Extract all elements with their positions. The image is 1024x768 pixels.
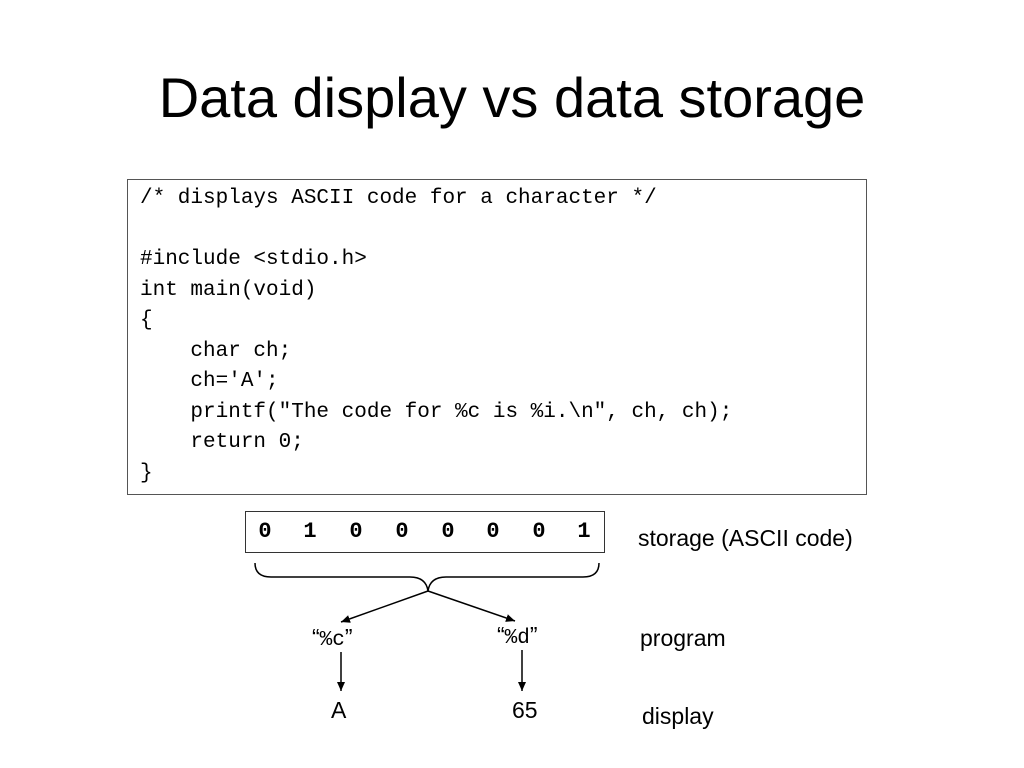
output-int: 65 [512, 697, 538, 723]
code-line: char ch; [140, 339, 292, 363]
code-line: return 0; [140, 431, 304, 454]
code-line: ch='A'; [140, 370, 279, 393]
format-int-specifier: “%d” [497, 621, 538, 653]
program-label: program [640, 625, 726, 651]
code-line: int main(void) [140, 278, 317, 302]
code-line: printf("The code for %c is %i.\n", ch, c… [140, 400, 733, 424]
bit-cell: 1 [303, 519, 317, 544]
display-label: display [642, 703, 714, 729]
bit-cell: 1 [577, 519, 591, 544]
code-line: } [140, 461, 153, 485]
slide-title: Data display vs data storage [158, 66, 866, 129]
format-code: %d [504, 627, 530, 650]
storage-bits-box: 0 1 0 0 0 0 0 1 [245, 511, 605, 553]
bit-cell: 0 [395, 519, 409, 544]
open-quote: “ [312, 624, 320, 650]
bit-cell: 0 [349, 519, 363, 544]
bit-cell: 0 [258, 519, 272, 544]
arrow-to-int-format [427, 590, 516, 622]
bit-cell: 0 [532, 519, 546, 544]
close-quote: ” [344, 624, 353, 650]
bit-cell: 0 [486, 519, 500, 544]
code-line: #include <stdio.h> [140, 248, 367, 271]
arrow-to-char-format [340, 590, 429, 623]
format-code: %c [319, 629, 345, 652]
code-line: /* displays ASCII code for a character *… [140, 187, 657, 210]
code-line: { [140, 309, 153, 332]
format-char-specifier: “%c” [312, 623, 353, 655]
bit-cell: 0 [441, 519, 455, 544]
output-char: A [331, 697, 347, 723]
close-quote: ” [529, 622, 538, 648]
storage-label: storage (ASCII code) [638, 525, 853, 551]
brace [254, 562, 600, 592]
open-quote: “ [497, 622, 505, 648]
code-listing: /* displays ASCII code for a character *… [127, 179, 867, 495]
